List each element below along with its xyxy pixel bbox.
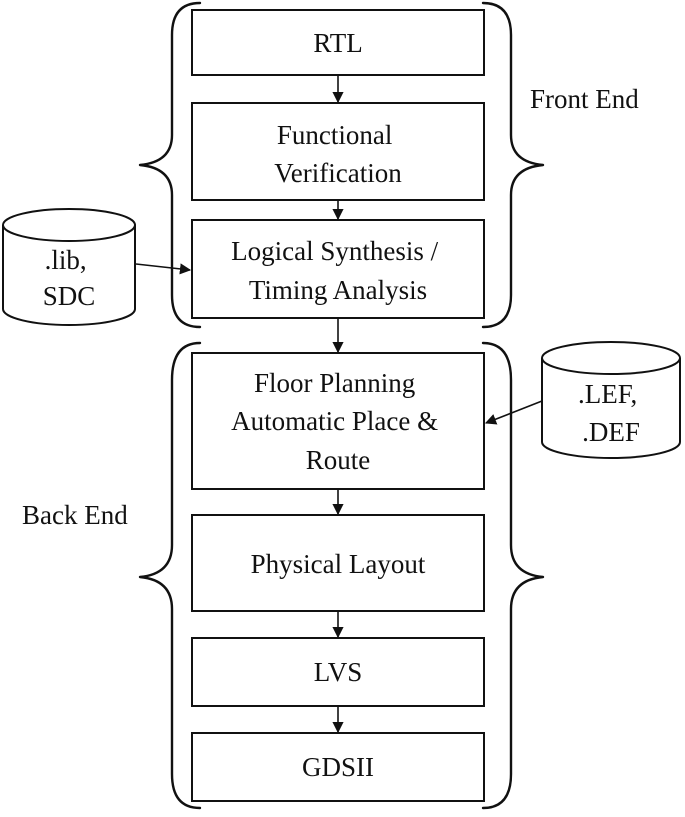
- logical-synthesis-label: Logical Synthesis / Timing Analysis: [231, 236, 445, 305]
- lef-def-label: .LEF, .DEF: [578, 379, 644, 447]
- back-end-brace-right: [481, 341, 545, 810]
- floor-planning-box: [191, 352, 485, 490]
- gdsii-box: [191, 732, 485, 802]
- lef-def-database-icon: [541, 341, 681, 459]
- lvs-box: [191, 637, 485, 707]
- back-end-label: Back End: [22, 500, 128, 530]
- functional-verification-label: Functional Verification: [274, 120, 402, 188]
- physical-layout-box: [191, 514, 485, 612]
- lib-sdc-database-icon: [2, 208, 136, 326]
- arrow-lib-to-synthesis: [135, 263, 192, 275]
- rtl-label: RTL: [313, 28, 362, 58]
- front-end-brace-left: [138, 1, 202, 329]
- front-end-label: Front End: [530, 84, 639, 114]
- gdsii-label: GDSII: [302, 752, 374, 782]
- physical-layout-label: Physical Layout: [251, 549, 426, 579]
- floor-planning-label: Floor Planning Automatic Place & Route: [231, 368, 445, 475]
- back-end-brace-left: [138, 341, 202, 810]
- rtl-box: [191, 9, 485, 76]
- front-end-brace-right: [481, 1, 545, 329]
- lvs-label: LVS: [314, 657, 363, 687]
- lib-sdc-label: .lib, SDC: [43, 245, 96, 311]
- arrow-lef-to-floorplanning: [484, 400, 543, 425]
